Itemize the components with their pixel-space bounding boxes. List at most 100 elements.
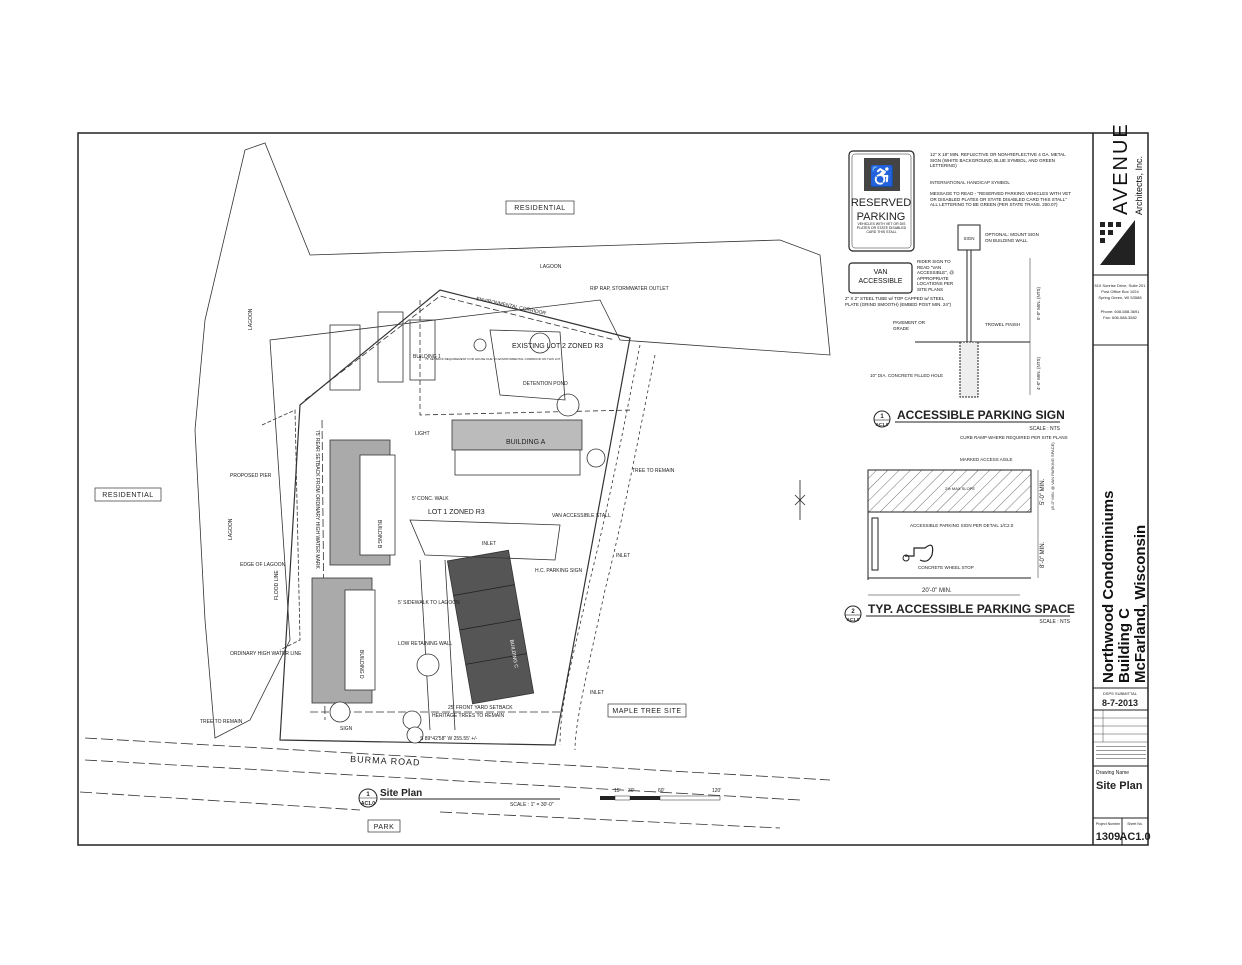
- label-inlet-3: INLET: [590, 690, 604, 696]
- scale-tick: 15': [614, 788, 621, 794]
- accessible-parking-sign-detail: ♿ RESERVED PARKING VEHICLES WITH VET OR …: [845, 150, 1071, 432]
- caption-scale: SCALE : 1" = 30'-0": [510, 802, 554, 808]
- sign-box-label: SIGN: [963, 236, 974, 241]
- project-number-label: Project Number: [1096, 822, 1121, 826]
- caption-title: Site Plan: [380, 788, 422, 799]
- firm-name: AVENUE: [1110, 122, 1132, 215]
- project-title: Northwood Condominiums Building C McFarl…: [1100, 491, 1149, 683]
- site-labels: RESIDENTIAL RESIDENTIAL MAPLE TREE SITE …: [94, 200, 687, 833]
- project-number: 1309: [1096, 831, 1120, 843]
- sign-text-parking: PARKING: [857, 211, 906, 223]
- existing-garage: [329, 324, 361, 391]
- caption-sheet-ref: AC1.0: [361, 801, 375, 807]
- caption-number: 1: [880, 414, 884, 420]
- phone: Phone: 608-588-3691: [1101, 309, 1140, 314]
- note-sign: ACCESSIBLE PARKING SIGN PER DETAIL 1/C2.…: [910, 523, 1014, 528]
- label-rip-rap: RIP RAP, STORMWATER OUTLET: [590, 286, 669, 292]
- svg-text:♿: ♿: [870, 164, 895, 188]
- label-lagoon-left-2: LAGOON: [228, 518, 234, 540]
- driveway: [409, 519, 561, 561]
- site-plan-caption: 1 AC1.0 Site Plan SCALE : 1" = 30'-0" 15…: [358, 788, 721, 808]
- road-edge-far: [79, 791, 361, 811]
- label-front-setback: 25' FRONT YARD SETBACK: [448, 705, 513, 711]
- env-corridor-line: [304, 295, 616, 401]
- road-edge-south: [84, 759, 801, 801]
- label-inlet-1: INLET: [482, 541, 496, 547]
- handicap-symbol-icon: [864, 158, 900, 191]
- note-aisle: MARKED ACCESS AISLE: [960, 457, 1013, 462]
- note-message: MESSAGE TO READ - "RESERVED PARKING VEHI…: [930, 191, 1071, 207]
- sign-small-text: VEHICLES WITH VET OR DIS PLATES OR STATE…: [856, 222, 907, 234]
- label-bearing: S 89°42'58" W 255.55' +/-: [420, 736, 478, 742]
- project-building: Building C: [1116, 608, 1133, 683]
- label-sidewalk: 5' SIDEWALK TO LAGOON: [398, 600, 460, 606]
- scale-tick: 60': [658, 788, 665, 794]
- label-flood-line: FLOOD LINE: [274, 570, 280, 600]
- firm-sub: Architects, Inc.: [1134, 156, 1144, 215]
- dim-lower: 4'-0" MIN. (NTS): [1036, 357, 1041, 390]
- caption-scale: SCALE : NTS: [1039, 619, 1070, 625]
- caption-ref: AC1.0: [876, 422, 889, 427]
- label-building-1: BUILDING 1: [413, 354, 441, 360]
- caption-title-parking-sign: ACCESSIBLE PARKING SIGN: [897, 408, 1065, 422]
- label-hc-sign: H.C. PARKING SIGN: [535, 568, 583, 574]
- label-lot1: LOT 1 ZONED R3: [428, 509, 485, 516]
- address-line: 510 Sunrise Drive, Suite 201: [1095, 283, 1147, 288]
- label-lagoon-left: LAGOON: [248, 308, 254, 330]
- building-d: [311, 577, 376, 704]
- caption-scale: SCALE : NTS: [1029, 426, 1060, 432]
- dim-length: 20'-0" MIN.: [922, 588, 952, 594]
- note-symbol: INTERNATIONAL HANDICAP SYMBOL: [930, 180, 1010, 185]
- accessible-parking-space-detail: CURB RAMP WHERE REQUIRED PER SITE PLANS …: [844, 435, 1075, 625]
- drawing-name: Site Plan: [1096, 780, 1143, 792]
- label-detention-pond: DETENTION POND: [523, 381, 568, 387]
- caption-ref: AC1.0: [847, 617, 860, 622]
- high-water-line: [261, 409, 301, 651]
- label-park: PARK: [374, 824, 395, 831]
- note-slope: 2% MAX SLOPE: [945, 486, 975, 491]
- label-setback-note: 75' SETBACK REQUIREMENT FOR HOUSE DUE TO…: [425, 357, 561, 361]
- label-building-a: BUILDING A: [506, 439, 546, 446]
- van-sign-text: VAN ACCESSIBLE: [858, 269, 903, 285]
- label-burma-road: BURMA ROAD: [350, 754, 421, 768]
- label-residential-left: RESIDENTIAL: [102, 492, 153, 499]
- caption-number: 1: [366, 792, 370, 798]
- label-tree-remain: TREE TO REMAIN: [632, 468, 675, 474]
- existing-house: [377, 311, 404, 383]
- note-curb-ramp: CURB RAMP WHERE REQUIRED PER SITE PLANS: [960, 435, 1068, 440]
- label-high-water: ORDINARY HIGH WATER LINE: [230, 651, 302, 657]
- label-conc-walk: 5' CONC. WALK: [412, 496, 449, 502]
- handicap-symbol-icon: [905, 544, 934, 562]
- note-rider: RIDER SIGN TO READ "VAN ACCESSIBLE", @ A…: [917, 259, 954, 292]
- road-edge-north: [84, 737, 831, 781]
- firm-address: 510 Sunrise Drive, Suite 201 Post Office…: [1095, 283, 1147, 320]
- fax: Fax: 608-588-3582: [1103, 315, 1138, 320]
- label-lagoon-top: LAGOON: [540, 264, 562, 270]
- note-size: 12" X 18" MIN. REFLECTIVE OR NON-REFLECT…: [930, 152, 1066, 168]
- avenue-logo: AVENUE Architects, Inc.: [1100, 122, 1144, 265]
- label-building-b: BUILDING B: [376, 520, 382, 549]
- label-rear-setback: 75' REAR SETBACK FROM ORDINARY HIGH WATE…: [314, 430, 320, 570]
- project-name: Northwood Condominiums: [1100, 491, 1117, 683]
- disclaimer-text: [1096, 746, 1146, 759]
- detention-pond: [489, 329, 566, 401]
- lot-boundary: [279, 289, 631, 746]
- site-plan: [79, 142, 831, 829]
- note-tube: 2" X 2" STEEL TUBE w/ TOP CAPPED w/ STEE…: [845, 296, 951, 307]
- label-maple-tree-site: MAPLE TREE SITE: [612, 708, 681, 715]
- drawing-name-label: Drawing Name: [1096, 770, 1129, 776]
- label-inlet-2: INLET: [616, 553, 630, 559]
- building-b: [329, 439, 396, 566]
- access-aisle-hatch: [867, 469, 1032, 513]
- label-heritage-trees: HERITAGE TREES TO REMAIN: [432, 713, 505, 719]
- project-location: McFarland, Wisconsin: [1132, 525, 1149, 683]
- label-van-stall: VAN ACCESSIBLE STALL: [552, 513, 611, 519]
- title-block-grid: [1093, 274, 1148, 845]
- label-retaining-wall: LOW RETAINING WALL: [398, 641, 453, 647]
- note-trowel: TROWEL FINISH: [985, 322, 1020, 327]
- label-edge-lagoon: EDGE OF LAGOON: [240, 562, 286, 568]
- note-concrete: 10" DIA. CONCRETE FILLED HOLE: [870, 373, 943, 378]
- dim-aisle: 5'-0" MIN.: [1040, 478, 1046, 505]
- dim-space: 8'-0" MIN.: [1040, 541, 1046, 568]
